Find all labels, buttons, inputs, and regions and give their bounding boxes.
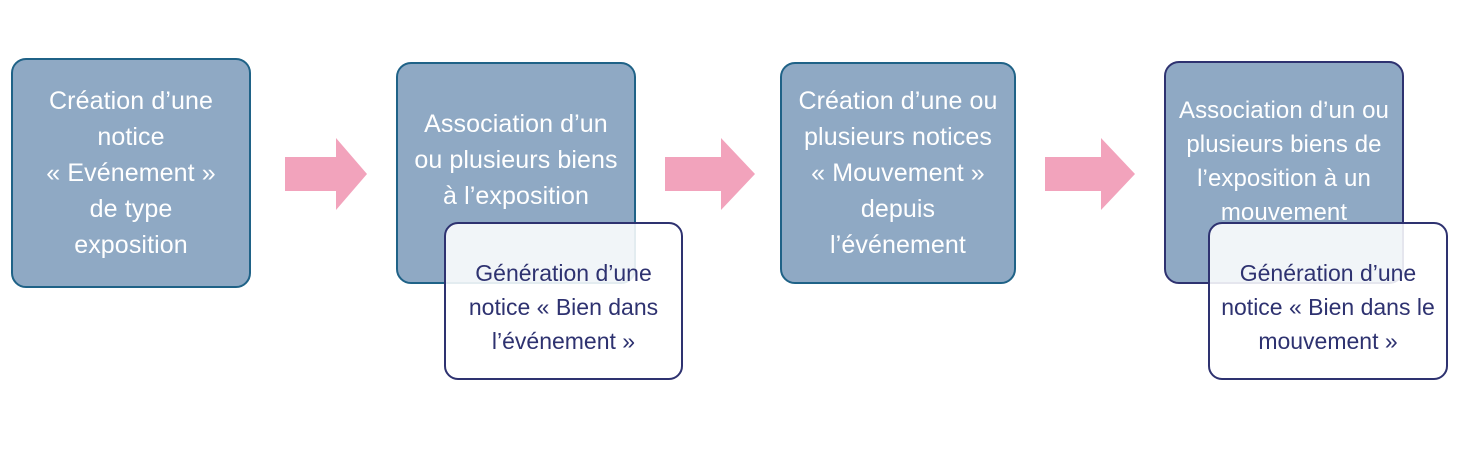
process-box-step-1-label: Création d’une notice « Evénement » de t… xyxy=(46,87,216,259)
arrow-right-icon-2 xyxy=(665,138,755,210)
arrow-right-icon-1 xyxy=(285,138,367,210)
callout-box-step-2-label: Génération d’une notice « Bien dans l’év… xyxy=(468,260,659,354)
process-box-step-1[interactable]: Création d’une notice « Evénement » de t… xyxy=(11,58,251,288)
process-box-step-2[interactable]: Association d’un ou plusieurs biens à l’… xyxy=(396,62,636,284)
process-box-step-3-label: Création d’une ou plusieurs notices « Mo… xyxy=(798,87,998,259)
process-box-step-3[interactable]: Création d’une ou plusieurs notices « Mo… xyxy=(780,62,1016,284)
callout-box-step-2[interactable]: Génération d’une notice « Bien dans l’év… xyxy=(444,222,683,380)
process-box-step-4-label: Association d’un ou plusieurs biens de l… xyxy=(1178,96,1390,226)
callout-box-step-4-label: Génération d’une notice « Bien dans le m… xyxy=(1221,260,1435,354)
arrow-right-icon-3 xyxy=(1045,138,1135,210)
callout-box-step-4[interactable]: Génération d’une notice « Bien dans le m… xyxy=(1208,222,1448,380)
process-box-step-2-label: Association d’un ou plusieurs biens à l’… xyxy=(414,110,618,210)
